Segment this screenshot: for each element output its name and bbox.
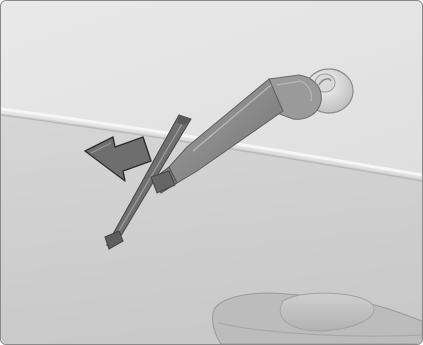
wiper-removal-illustration bbox=[1, 1, 422, 344]
illustration-frame bbox=[0, 0, 423, 345]
tailgate-panel bbox=[1, 1, 422, 344]
